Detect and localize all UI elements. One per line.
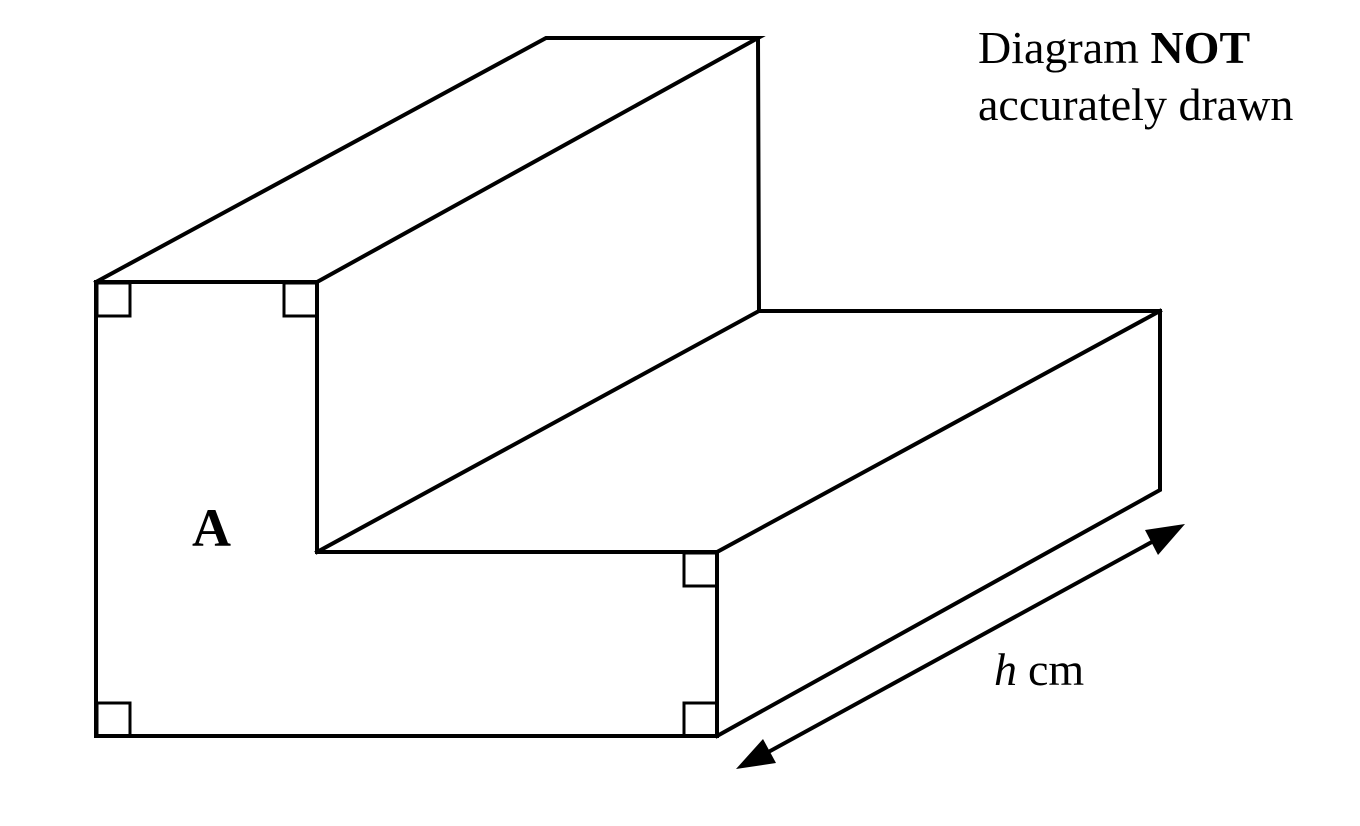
dimension-arrowhead-upper: [1145, 524, 1185, 555]
right-angle-marker-bottom-right: [682, 701, 719, 738]
right-angle-marker-bottom-left: [95, 701, 132, 738]
dimension-unit: cm: [1028, 644, 1085, 695]
tread-right-receding-edge: [714, 308, 1163, 555]
front-face-outline: [94, 280, 719, 738]
top-face-edges: [93, 36, 766, 285]
face-label-a: A: [192, 498, 231, 558]
note-prefix: Diagram: [978, 22, 1151, 73]
step-solid-edges: [93, 35, 1163, 739]
right-angle-marker-top-right: [282, 281, 319, 318]
right-angle-markers: [95, 281, 719, 738]
right-angle-marker-tread-right: [682, 551, 719, 588]
dimension-arrow: [736, 524, 1185, 769]
dimension-line: [751, 530, 1171, 763]
dimension-arrowhead-lower: [736, 739, 776, 769]
lower-step-rear-edges: [714, 309, 1162, 739]
note-line-1: Diagram NOT: [978, 19, 1293, 76]
right-angle-marker-top-left: [95, 281, 132, 318]
dimension-variable: h: [994, 644, 1017, 695]
not-accurately-drawn-note: Diagram NOT accurately drawn: [978, 19, 1293, 133]
note-line-2: accurately drawn: [978, 79, 1294, 130]
upper-step-right-face-edges: [314, 35, 762, 555]
note-emphasis: NOT: [1150, 22, 1251, 73]
